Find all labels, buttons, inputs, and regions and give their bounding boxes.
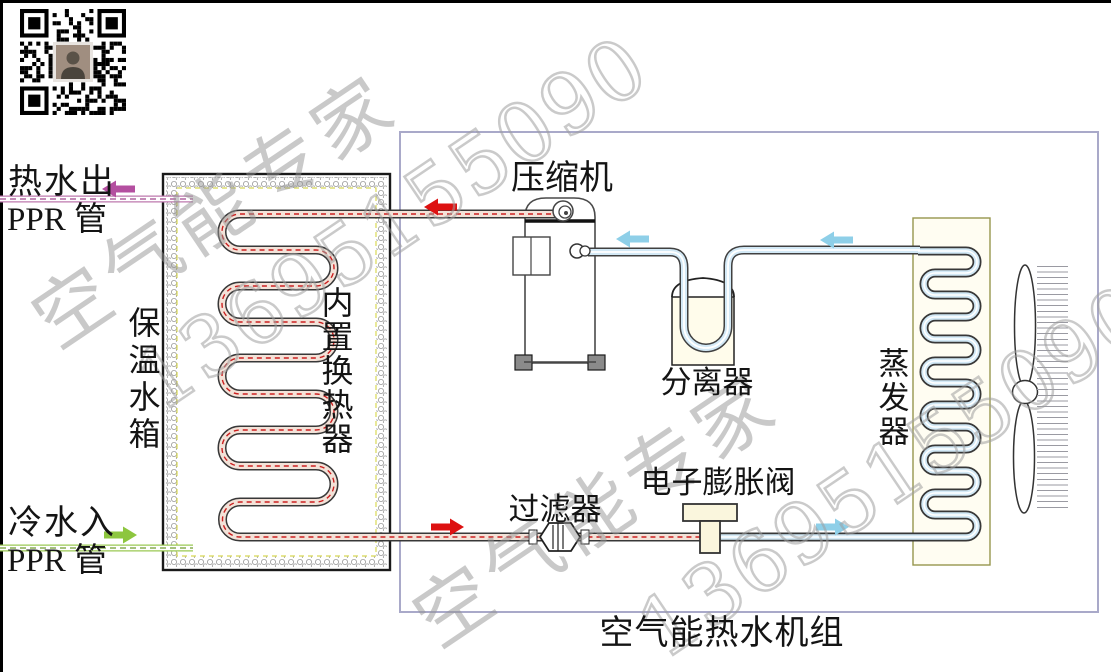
tank-label: 保温水箱 (124, 306, 161, 454)
qr-center-photo (53, 42, 93, 82)
qr-pattern (20, 9, 126, 115)
discharge-flow-arrow (424, 198, 457, 216)
hot-water-out-label: 热水出 (8, 164, 116, 201)
fan-blades (1011, 264, 1039, 514)
evaporator-label: 蒸发器 (873, 347, 909, 449)
suction-line (588, 250, 920, 348)
inner-coil-label: 内置换热器 (317, 286, 354, 456)
expansion-valve (682, 503, 738, 554)
compressor-body (512, 197, 606, 371)
cold-water-ppr-label: PPR 管 (7, 543, 107, 579)
liquid-line-flow-arrow (431, 518, 464, 536)
suction-flow-arrow (616, 230, 649, 248)
evap-in-flow-arrow (816, 518, 849, 536)
airflow-lines (1037, 266, 1068, 512)
hot-water-ppr-label: PPR 管 (7, 202, 107, 238)
compressor-suction-port (569, 243, 591, 259)
qr-code (20, 9, 126, 115)
filter-label: 过滤器 (508, 492, 602, 527)
fan-hub (1011, 379, 1039, 405)
flow-arrows (102, 180, 853, 544)
expansion-valve-label: 电子膨胀阀 (640, 465, 796, 500)
unit-title: 空气能热水机组 (599, 615, 845, 652)
compressor-label: 压缩机 (511, 160, 613, 197)
insulated-tank (161, 172, 392, 572)
separator-label: 分离器 (660, 365, 754, 400)
cold-water-in-label: 冷水入 (8, 505, 116, 542)
water-piping (0, 195, 193, 552)
compressor-discharge-scroll (525, 200, 595, 223)
hot-water-out-arrow (102, 180, 135, 198)
filter-dryer (528, 522, 590, 552)
qr-finder-patterns (20, 9, 126, 115)
unit-boundary-box (399, 131, 1099, 613)
cold-water-in-arrow (104, 526, 137, 544)
evap-out-flow-arrow (820, 231, 853, 249)
